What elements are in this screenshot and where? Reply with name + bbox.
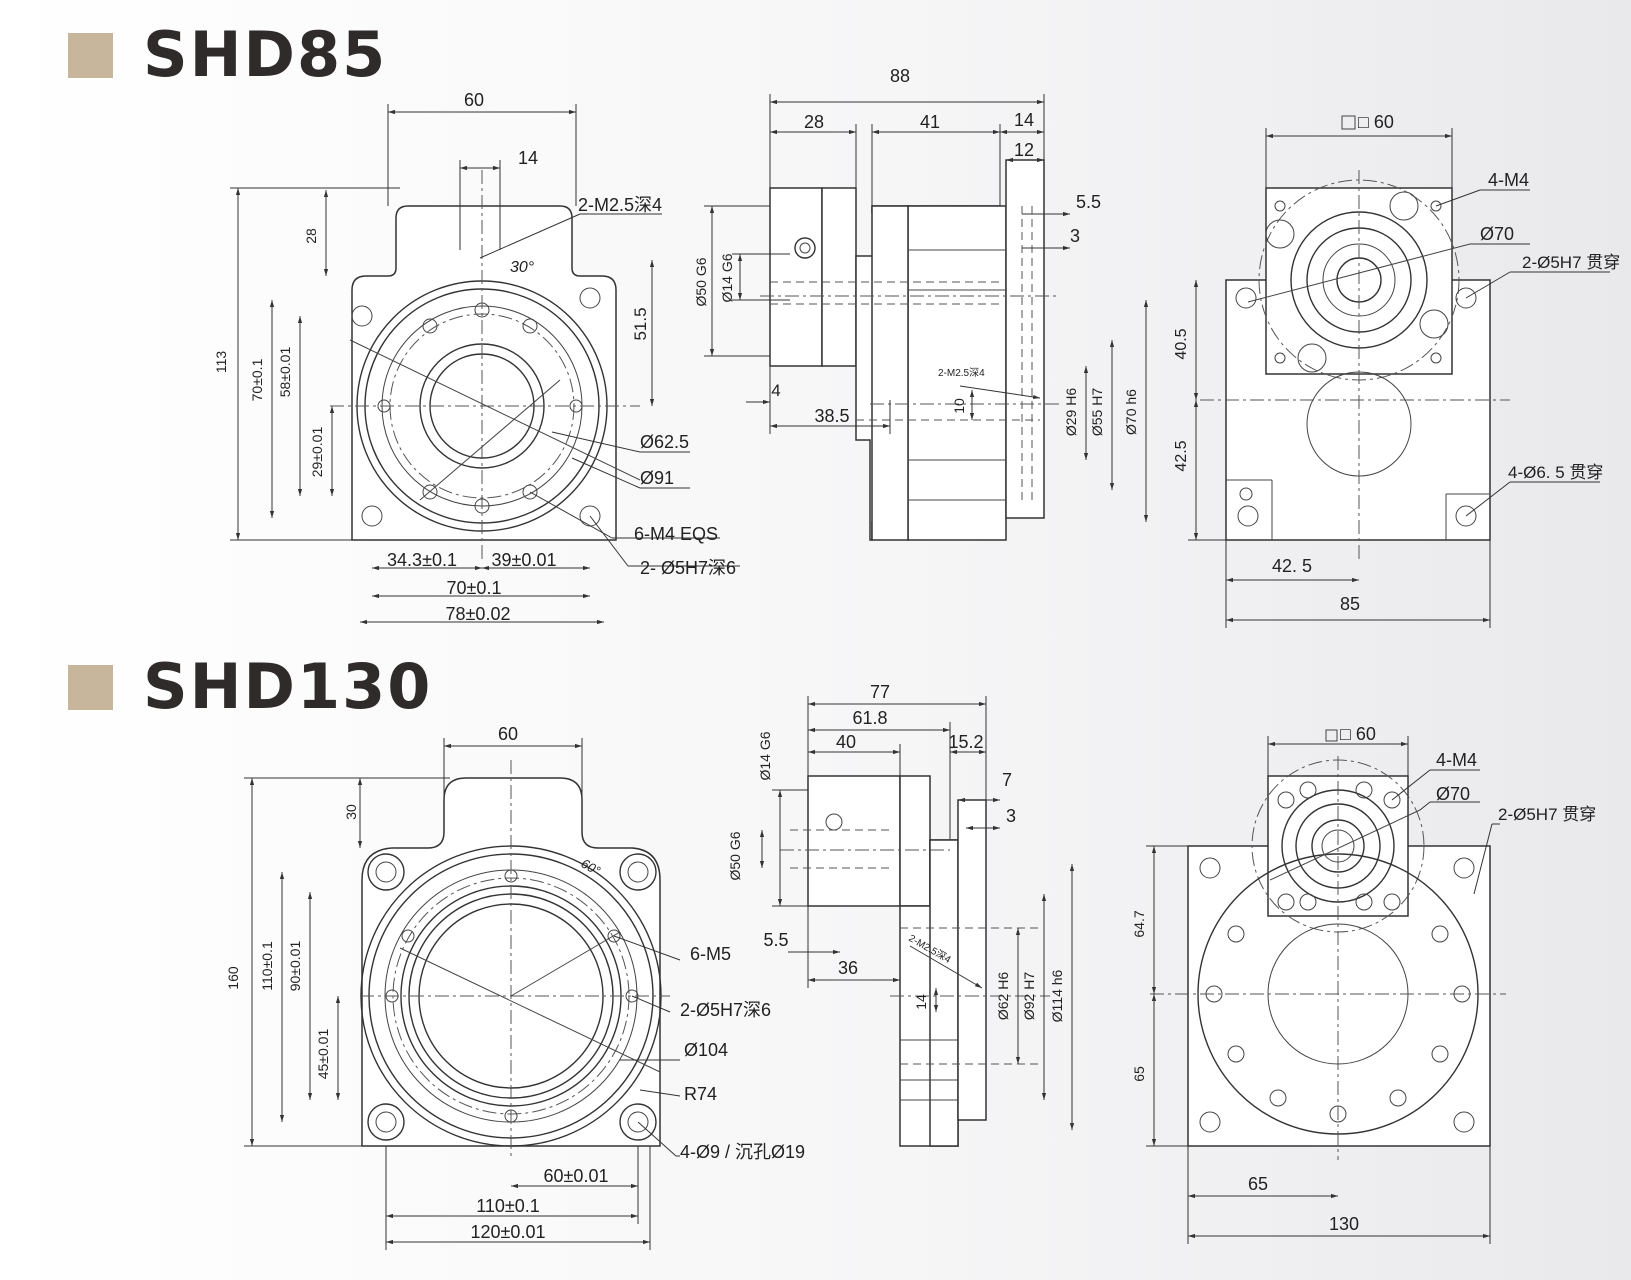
dim-label: 42. 5 <box>1272 556 1312 576</box>
dim-label: 28 <box>303 228 319 244</box>
dim-label: 30 <box>343 804 359 820</box>
dim-label: 3 <box>1006 806 1016 826</box>
shd85-side-view: 77 88 28 41 14 12 5.5 3 Ø50 G6 Ø14 G6 4 … <box>693 66 1149 541</box>
shd85-back-view: □ 60 4-M4 Ø70 2-Ø5H7 贯穿 40.5 42.5 4-Ø6. … <box>1173 112 1620 628</box>
dim-label: 2- Ø5H7深6 <box>640 558 736 578</box>
dim-label: 6-M4 EQS <box>634 524 718 544</box>
section-header-shd130: SHD130 <box>68 656 432 718</box>
dim-label: 5.5 <box>1076 192 1101 212</box>
dim-label: 85 <box>1340 594 1360 614</box>
dim-label: 45±0.01 <box>315 1029 331 1080</box>
dim-label: Ø50 G6 <box>727 831 743 880</box>
dim-label: 40.5 <box>1173 328 1190 359</box>
dim-label: 6-M5 <box>690 944 731 964</box>
dim-label: 4-M4 <box>1488 170 1529 190</box>
dim-label: Ø92 H7 <box>1021 972 1037 1020</box>
square-icon <box>1341 115 1356 130</box>
dim-label: Ø55 H7 <box>1089 388 1105 436</box>
dim-label: 38.5 <box>814 406 849 426</box>
dim-label: 110±0.1 <box>259 941 275 991</box>
dim-label: 70±0.1 <box>447 578 502 598</box>
dim-label: 2-Ø5H7 贯穿 <box>1522 253 1620 272</box>
dim-label: 12 <box>1014 140 1034 160</box>
dim-label: 65 <box>1131 1066 1147 1082</box>
dim-label: Ø50 G6 <box>693 257 709 306</box>
dim-label: 120±0.01 <box>471 1222 546 1242</box>
dim-label: 2-M2.5深4 <box>938 367 985 379</box>
section-title: SHD130 <box>143 650 433 723</box>
dim-label: 58±0.01 <box>277 347 293 398</box>
section-marker <box>68 32 113 78</box>
dim-label: 4 <box>771 381 780 400</box>
dim-label: Ø91 <box>640 468 674 488</box>
dim-label: Ø62 H6 <box>995 972 1011 1020</box>
dim-label: 2-M2.5深4 <box>578 195 662 215</box>
dim-label: 40 <box>836 732 856 752</box>
dim-label: R74 <box>684 1084 717 1104</box>
dim-label: □ 60 <box>1340 724 1376 744</box>
dim-label: 34.3±0.1 <box>387 550 457 570</box>
dim-label: Ø70 <box>1436 784 1470 804</box>
section-header-shd85: SHD85 <box>68 24 387 86</box>
dim-label: 60 <box>498 724 518 744</box>
dim-label: Ø62.5 <box>640 432 689 452</box>
shd85-front-view: 60 14 28 2-M2.5深4 30° 113 70±0.1 58±0.01… <box>213 90 740 625</box>
dim-label: Ø70 h6 <box>1123 389 1139 435</box>
square-icon <box>1325 729 1338 742</box>
dim-label: 30° <box>510 259 535 276</box>
dim-label: 60±0.01 <box>544 1166 609 1186</box>
dim-label: 7 <box>1002 770 1012 790</box>
dim-label: 60 <box>464 90 484 110</box>
dim-label: 14 <box>518 148 538 168</box>
section-marker <box>68 664 113 710</box>
dim-label: 4-Ø6. 5 贯穿 <box>1508 463 1603 482</box>
dim-label: 14 <box>1014 110 1034 130</box>
dim-label: 4-M4 <box>1436 750 1477 770</box>
dim-label: Ø29 H6 <box>1063 388 1079 436</box>
section-title: SHD85 <box>143 18 388 91</box>
dim-label: 113 <box>213 351 229 374</box>
dim-label: 14 <box>913 994 929 1010</box>
dim-label: 64.7 <box>1131 910 1147 937</box>
dim-label: 4-Ø9 / 沉孔Ø19 <box>680 1142 805 1162</box>
dim-label: 29±0.01 <box>309 427 325 478</box>
shd130-front-view: 60 30 60° 160 110±0.1 90±0.01 45±0.01 6-… <box>225 724 805 1250</box>
dim-label: 28 <box>804 112 824 132</box>
dim-label: 42.5 <box>1173 440 1190 471</box>
dim-label: 160 <box>225 966 241 990</box>
dim-label: 10 <box>951 398 967 414</box>
dim-label: □ 60 <box>1358 112 1394 132</box>
shd130-back-view: □ 60 4-M4 Ø70 2-Ø5H7 贯穿 64.7 65 65 130 <box>1131 724 1596 1244</box>
dim-label: 61.8 <box>852 708 887 728</box>
dim-label: Ø104 <box>684 1040 728 1060</box>
dim-label: 41 <box>920 112 940 132</box>
dim-label: 3 <box>1070 226 1080 246</box>
dim-label: 65 <box>1248 1174 1268 1194</box>
dim-label: 2-Ø5H7深6 <box>680 1000 771 1020</box>
shd130-side-view: 77 61.8 40 15.2 7 3 Ø14 G6 Ø50 G6 5.5 36… <box>727 682 1075 1147</box>
dim-label: 78±0.02 <box>446 604 511 624</box>
dim-label: 39±0.01 <box>492 550 557 570</box>
bolt-circle-holes <box>1199 781 1475 1133</box>
dim-label: Ø114 h6 <box>1049 969 1065 1022</box>
dim-label: 15.2 <box>948 732 983 752</box>
dim-label: 88 <box>890 66 910 86</box>
dim-label: Ø14 G6 <box>757 731 773 780</box>
dim-label: 90±0.01 <box>287 941 303 992</box>
dim-label: 51.5 <box>631 307 650 340</box>
dim-label: 70±0.1 <box>249 358 265 401</box>
dim-label: 110±0.1 <box>476 1196 540 1216</box>
dim-label: 77 <box>870 682 890 702</box>
dim-label: 130 <box>1329 1214 1359 1234</box>
dim-label: 2-Ø5H7 贯穿 <box>1498 805 1596 824</box>
dim-label: Ø70 <box>1480 224 1514 244</box>
dim-label: 5.5 <box>763 930 788 950</box>
dim-label: Ø14 G6 <box>719 253 735 302</box>
dim-label: 36 <box>838 958 858 978</box>
